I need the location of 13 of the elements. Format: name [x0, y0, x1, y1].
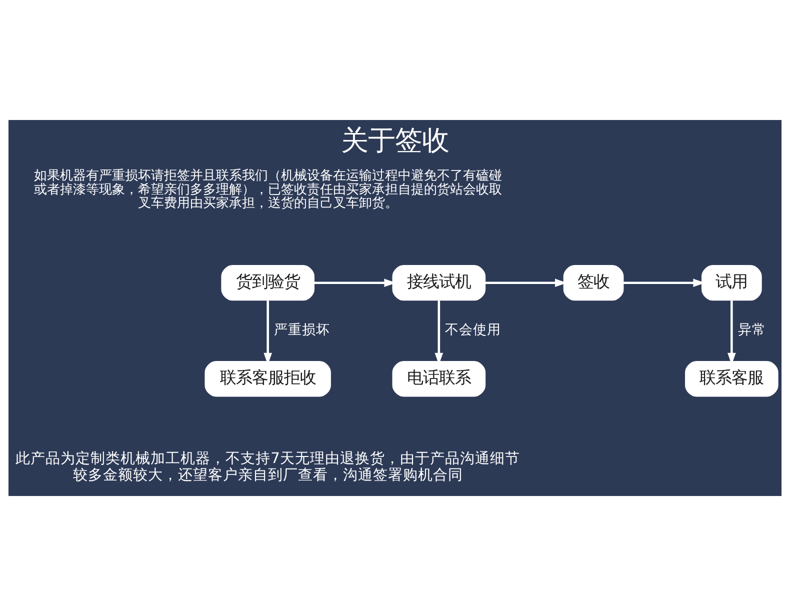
node-box: 联系客服 [685, 361, 778, 397]
node-box: 签收 [563, 265, 624, 301]
node-box: 货到验货 [221, 265, 314, 301]
node-box: 联系客服拒收 [204, 361, 331, 397]
diagram-title: 关于签收 [341, 125, 449, 156]
edge-label: 异常 [738, 322, 766, 338]
label: 如果机器有严重损坏请拒签并且联系我们（机械设备在运输过程中避免不了有磕碰或者掉漆等现象，希望亲们多多理解），已签收责任由买家承担自提的货站会收取叉车费用由买家承担，送货的自己叉车卸货。 [34, 168, 502, 212]
node-box: 试用 [701, 265, 762, 301]
label: 此产品为定制类机械加工机器，不支持7天无理由退换货，由于产品沟通细节较多金额较大，还望客户亲自到厂查看，沟通签署购机合同 [16, 450, 520, 484]
node-box: 接线试机 [392, 265, 486, 301]
node-box: 电话联系 [392, 361, 486, 397]
edge-label: 严重损坏 [274, 322, 330, 338]
edge-label: 不会使用 [445, 322, 502, 338]
